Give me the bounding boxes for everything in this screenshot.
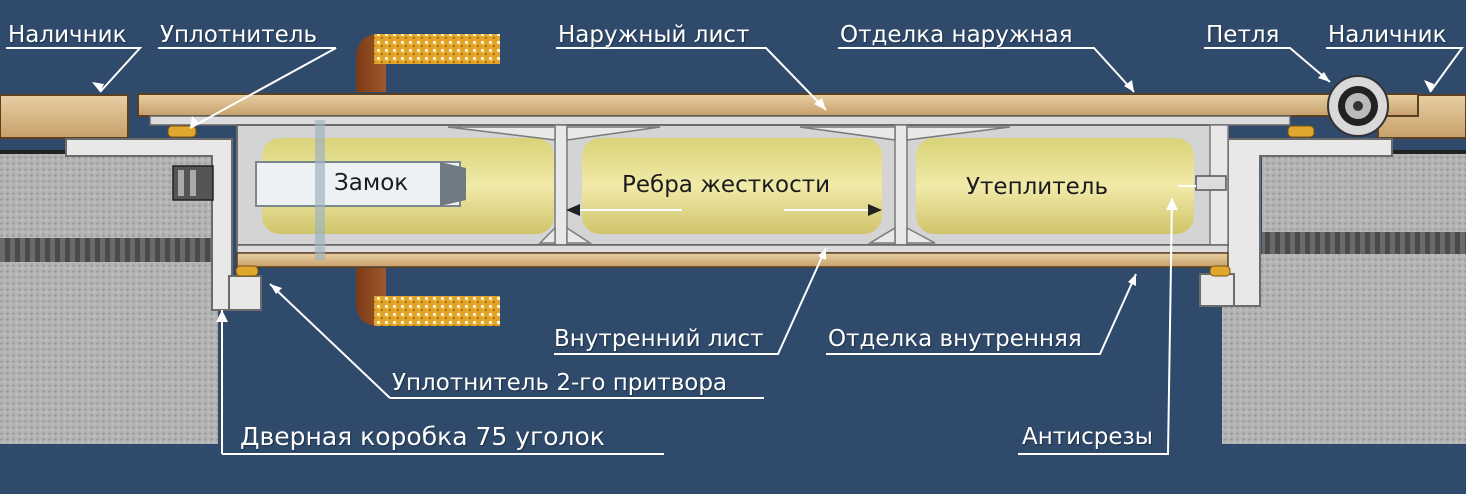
label-door-frame: Дверная коробка 75 уголок — [240, 422, 605, 451]
leader-lines — [6, 47, 1464, 455]
stiffening-ribs — [447, 124, 1229, 246]
label-inner-finish: Отделка внутренняя — [828, 326, 1082, 352]
label-architrave-right: Наличник — [1328, 22, 1447, 48]
label-inner-sheet: Внутренний лист — [554, 326, 764, 352]
label-outer-sheet: Наружный лист — [558, 22, 750, 48]
label-outer-finish: Отделка наружная — [840, 22, 1073, 48]
label-hinge: Петля — [1206, 22, 1280, 48]
right-rebar — [1262, 232, 1466, 254]
leader-arrowheads — [92, 72, 1434, 322]
seal-outer — [167, 125, 1315, 138]
label-second-seal: Уплотнитель 2-го притвора — [392, 370, 728, 396]
inner-finish-panel — [236, 252, 1229, 268]
label-lock: Замок — [334, 170, 409, 196]
door-frame-left — [65, 138, 262, 311]
anti-cut-pin — [1195, 175, 1227, 191]
label-architrave-left: Наличник — [8, 22, 127, 48]
label-seal: Уплотнитель — [160, 22, 318, 48]
lock-icon — [172, 120, 466, 260]
left-rebar — [0, 238, 218, 262]
insulation-block-3 — [916, 138, 1194, 234]
left-architrave — [0, 94, 129, 139]
hinge-icon — [1327, 75, 1389, 137]
label-insulation: Утеплитель — [966, 174, 1109, 200]
label-anti-cut: Антисрезы — [1022, 424, 1153, 450]
inner-steel-sheet — [236, 244, 1229, 254]
seal-second-rebate — [235, 265, 1231, 277]
door-frame-right — [1199, 138, 1393, 307]
door-handle-icon — [356, 34, 500, 326]
right-wall — [1222, 150, 1466, 444]
outer-finish-panel — [137, 93, 1419, 117]
label-ribs: Ребра жесткости — [622, 172, 831, 198]
